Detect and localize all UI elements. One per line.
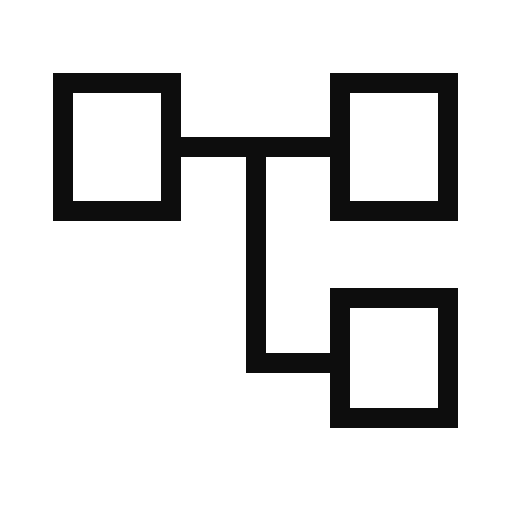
top-left-node <box>53 73 181 221</box>
bottom-right-node <box>330 288 458 428</box>
top-right-node <box>330 73 458 221</box>
